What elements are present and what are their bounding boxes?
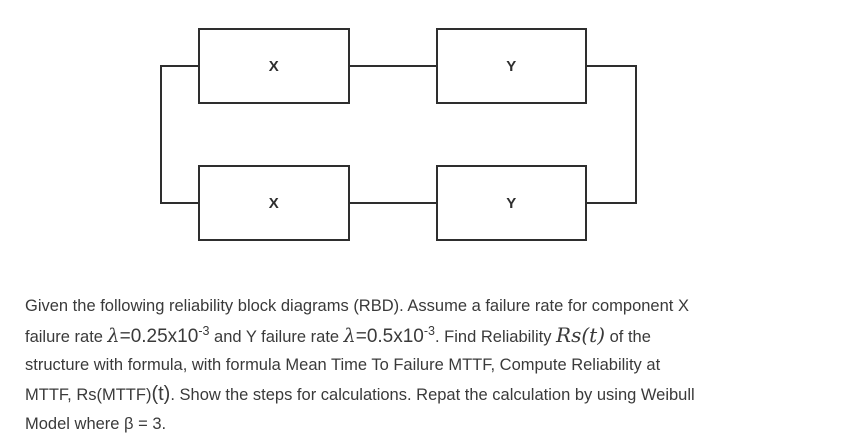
problem-line-5: Model where β = 3.: [25, 410, 835, 439]
rbd-diagram: X Y X Y: [160, 28, 637, 241]
failure-rate-x-value: =0.25x10: [119, 325, 199, 347]
problem-line-4: MTTF, Rs(MTTF)(t). Show the steps for ca…: [25, 380, 835, 410]
problem-statement: Given the following reliability block di…: [25, 292, 835, 439]
text-segment: MTTF, Rs(MTTF): [25, 386, 152, 405]
text-segment: structure with formula, with formula Mea…: [25, 356, 661, 375]
right-bus-line: [635, 65, 637, 204]
block-label: Y: [506, 194, 517, 212]
rbd-block-branch2-y: Y: [436, 165, 587, 241]
text-segment: of the: [605, 327, 651, 346]
connector-mid-top: [349, 65, 437, 67]
text-segment: Given the following reliability block di…: [25, 297, 689, 315]
lambda-symbol: λ: [107, 324, 120, 347]
lambda-symbol: λ: [343, 324, 356, 347]
connector-left-bottom: [160, 202, 200, 204]
t-argument-symbol: (t): [151, 383, 171, 406]
connector-mid-bottom: [349, 202, 437, 204]
block-label: X: [268, 194, 280, 212]
block-label: Y: [506, 57, 517, 75]
connector-left-top: [160, 65, 200, 67]
rbd-block-branch2-x: X: [198, 165, 350, 241]
exponent: -3: [198, 323, 210, 338]
failure-rate-y-value: =0.5x10: [355, 325, 424, 347]
text-segment: . Find Reliability: [435, 327, 557, 346]
text-segment: Model where β = 3.: [25, 414, 167, 433]
rbd-block-branch1-x: X: [198, 28, 350, 104]
text-segment: . Show the steps for calculations. Repat…: [170, 386, 695, 405]
text-segment: and Y failure rate: [209, 327, 344, 346]
left-bus-line: [160, 65, 162, 204]
problem-line-1: Given the following reliability block di…: [25, 292, 835, 321]
problem-line-3: structure with formula, with formula Mea…: [25, 351, 835, 380]
text-segment: failure rate: [25, 327, 108, 346]
reliability-function-symbol: Rs(t): [556, 322, 606, 347]
block-label: X: [268, 57, 280, 75]
connector-right-bottom: [586, 202, 637, 204]
problem-line-2: failure rate λ=0.25x10-3 and Y failure r…: [25, 321, 835, 352]
connector-right-top: [586, 65, 637, 67]
exponent: -3: [423, 323, 435, 338]
rbd-block-branch1-y: Y: [436, 28, 587, 104]
